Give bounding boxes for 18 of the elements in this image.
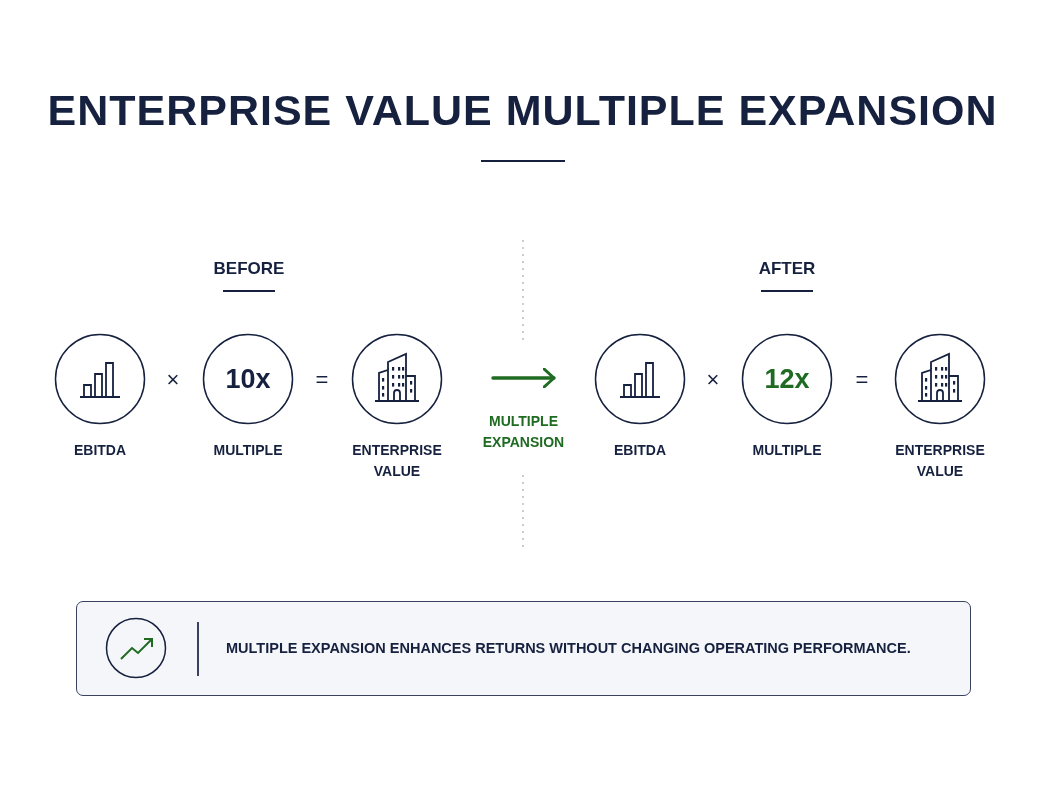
operator-symbol: × [165,368,181,392]
metric-label: EBITDA [72,441,128,460]
metric-label: MULTIPLE [212,441,284,460]
metric-label: ENTERPRISE VALUE [894,441,986,481]
metric-label: MULTIPLE [751,441,823,460]
metric-label: EBITDA [612,441,668,460]
arrow [491,367,556,389]
section-heading: BEFORE [212,258,286,280]
operator-symbol: = [854,368,870,392]
metric-label: ENTERPRISE VALUE [351,441,443,481]
multiple-value: 10x [224,363,272,396]
title: ENTERPRISE VALUE MULTIPLE EXPANSION [46,85,999,136]
operator-symbol: × [705,368,721,392]
operator-symbol: = [314,368,330,392]
callout-panel [76,601,971,696]
multiple-value: 12x [763,363,811,396]
takeaway-text: MULTIPLE EXPANSION ENHANCES RETURNS WITHOUT CHANGING OPERATING PERFORMANCE. [226,639,912,658]
section-heading: AFTER [757,258,817,280]
